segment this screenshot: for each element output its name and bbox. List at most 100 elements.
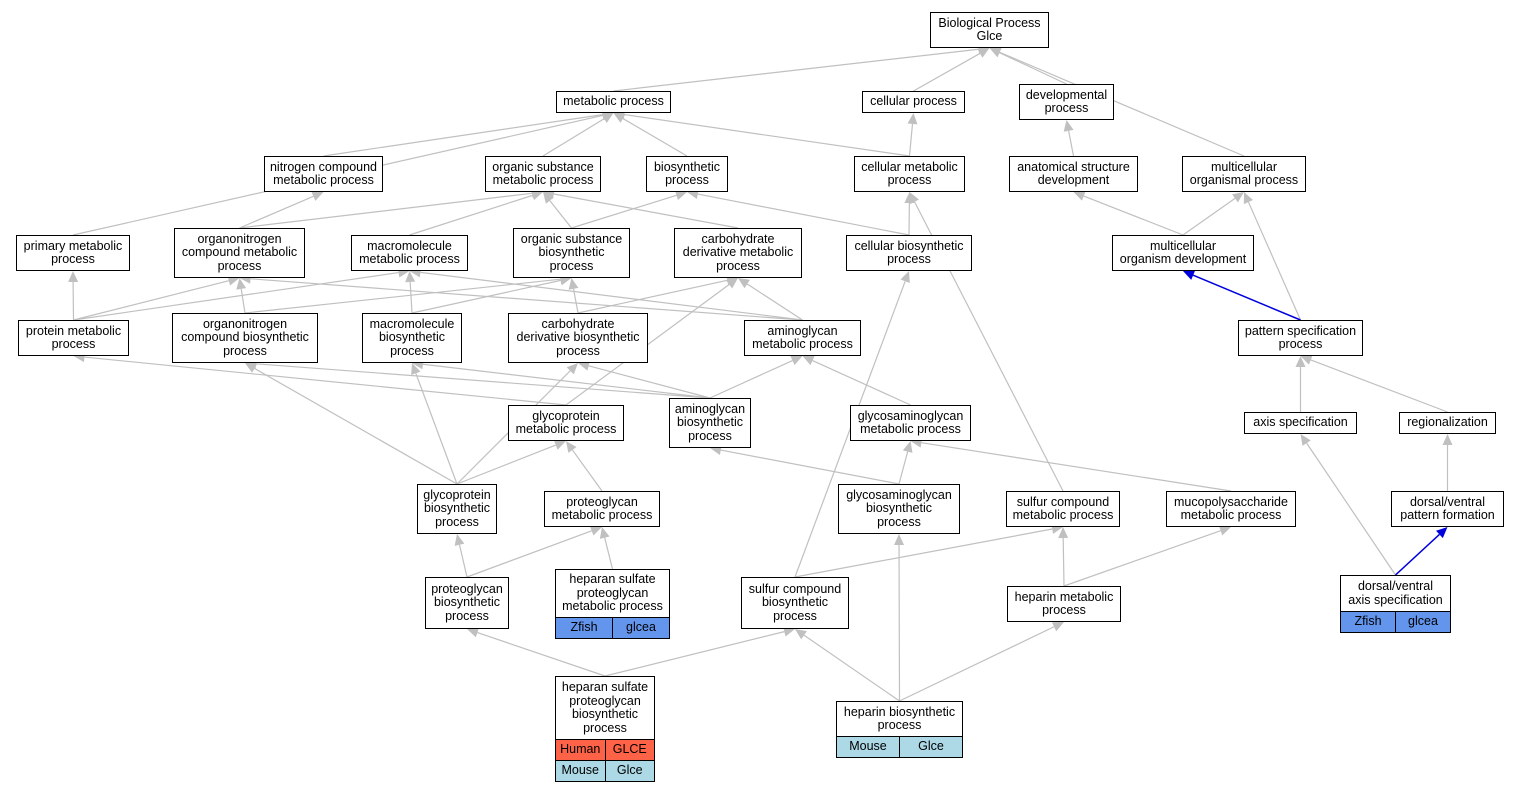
edge-arrowhead	[1058, 527, 1069, 539]
edge-protein-met-to-orgN-met	[73, 275, 240, 321]
node-label-line: glycoprotein	[532, 408, 600, 423]
edge-line	[709, 360, 793, 399]
edge-line	[415, 373, 458, 485]
edge-line	[254, 367, 458, 485]
edge-macro-met-to-organic-met	[409, 190, 543, 236]
node-label-line: derivative metabolic	[682, 245, 794, 260]
node-label-line: process	[877, 718, 922, 732]
node-cellular[interactable]: cellular process	[862, 91, 965, 113]
edge-arrowhead	[902, 441, 913, 453]
edge-arrowhead	[907, 113, 918, 125]
node-label-line: process	[716, 258, 760, 273]
edge-line	[1083, 195, 1184, 236]
node-label-line: biosynthetic	[676, 415, 743, 430]
edge-pg-bio-to-glycoprot-bio	[454, 534, 468, 578]
edge-metabolic-to-root	[613, 44, 990, 92]
edge-gag-met-to-amino-met	[802, 355, 911, 406]
edge-line	[899, 626, 1055, 702]
node-label-line: multicellular	[1211, 159, 1277, 174]
edge-line	[898, 451, 909, 485]
edge-line	[803, 634, 900, 702]
node-label: axis specification	[1245, 413, 1356, 433]
node-label-line: proteoglycan	[576, 585, 649, 600]
node-label-line: organic substance	[492, 159, 594, 174]
edge-macro-bio-to-macro-met	[405, 271, 416, 314]
edge-line	[1247, 201, 1302, 321]
edge-cellular-to-root	[913, 48, 990, 92]
edge-arrowhead	[1073, 191, 1086, 201]
edge-line	[240, 288, 246, 314]
node-label-line: anatomical structure	[1017, 159, 1130, 174]
node-label-line: dorsal/ventral	[1357, 579, 1434, 593]
edge-line	[913, 52, 981, 92]
edge-line	[613, 48, 979, 92]
edge-pattern-to-multi-dev	[1183, 270, 1301, 321]
node-region[interactable]: regionalization	[1399, 412, 1496, 434]
edge-region-to-pattern	[1300, 355, 1448, 413]
node-label-line: mucopolysaccharide	[1174, 494, 1288, 509]
edge-gag-bio-to-amino-bio	[710, 445, 900, 485]
node-label-line: biosynthetic	[378, 330, 445, 345]
node-label-line: metabolic process	[1180, 508, 1282, 522]
edge-line	[1062, 537, 1065, 587]
node-label-line: process	[877, 514, 921, 529]
node-label-line: regionalization	[1407, 415, 1488, 430]
node-metabolic[interactable]: metabolic process	[556, 91, 671, 113]
edge-arrowhead	[578, 360, 590, 371]
species-cell: Mouse	[556, 761, 605, 781]
node-label-line: Biological Process	[938, 15, 1041, 30]
edge-orgN-bio-to-orgN-met	[236, 278, 247, 314]
species-cell: Human	[556, 740, 605, 760]
node-label-line: axis specification	[1348, 592, 1443, 607]
edge-hs-pg-bio-to-pg-bio	[467, 627, 606, 677]
node-axis[interactable]: axis specification	[1244, 412, 1357, 434]
node-label-line: biosynthetic	[433, 595, 500, 610]
